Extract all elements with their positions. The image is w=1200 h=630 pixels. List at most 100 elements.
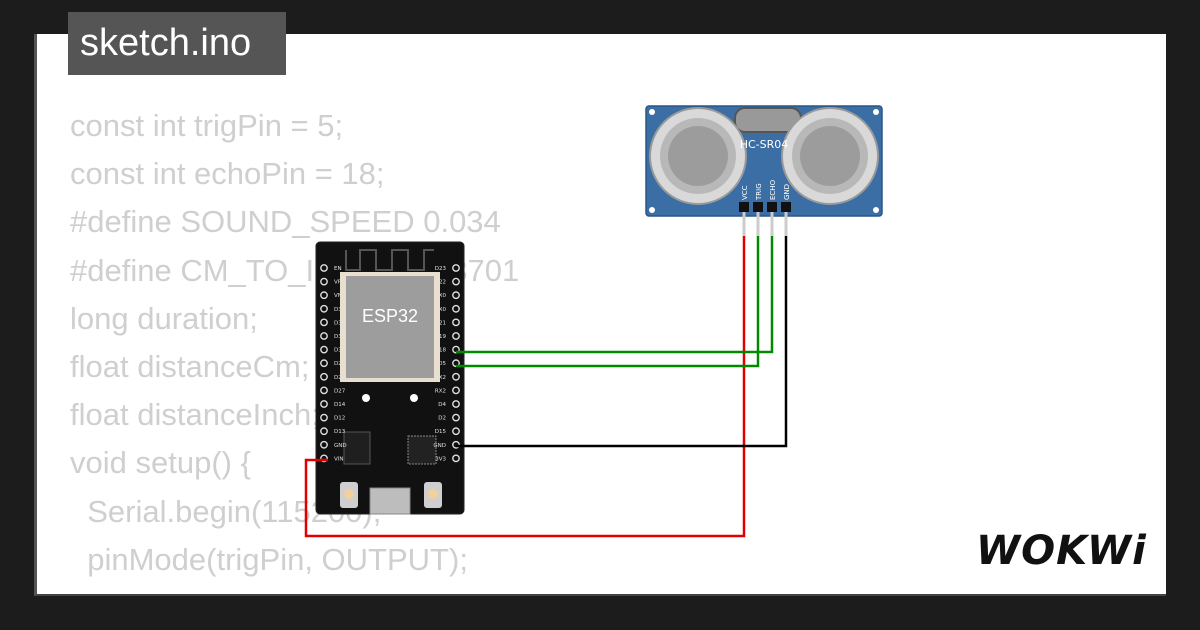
esp32-pin-label: EN bbox=[334, 266, 342, 272]
file-tab[interactable]: sketch.ino bbox=[68, 12, 286, 75]
code-line: long duration; bbox=[70, 300, 258, 336]
esp32-pin-label: D4 bbox=[438, 402, 446, 408]
esp32-pin-label: D23 bbox=[435, 266, 447, 272]
esp32-pin-right-tx2[interactable] bbox=[452, 372, 460, 381]
esp32-pin-right-3v3[interactable] bbox=[452, 454, 460, 463]
esp32-pin-left-d35[interactable] bbox=[320, 318, 328, 327]
gnd-wire[interactable] bbox=[456, 236, 788, 448]
echo-wire[interactable] bbox=[456, 236, 774, 354]
esp32-pin-label: D27 bbox=[334, 388, 346, 394]
esp32-pin-left-d27[interactable] bbox=[320, 386, 328, 395]
esp32-pin-label: D25 bbox=[334, 361, 346, 367]
wokwi-logo: WOKWi bbox=[976, 528, 1147, 574]
esp32-pin-label: D26 bbox=[334, 375, 346, 381]
esp32-pin-label: VN bbox=[334, 293, 342, 299]
esp32-pin-label: D22 bbox=[435, 280, 446, 286]
code-line: #define SOUND_SPEED 0.034 bbox=[70, 204, 501, 240]
vcc-wire[interactable] bbox=[304, 236, 746, 538]
esp32-pin-label: D34 bbox=[334, 307, 346, 313]
esp32-pin-left-d25[interactable] bbox=[320, 359, 328, 368]
esp32-pin-label: D35 bbox=[334, 320, 346, 326]
esp32-pin-right-tx0[interactable] bbox=[452, 291, 460, 300]
boot-button-icon bbox=[428, 489, 438, 499]
en-button-icon bbox=[344, 489, 354, 499]
esp32-pin-label: D18 bbox=[435, 348, 447, 354]
esp32-label: ESP32 bbox=[362, 306, 418, 326]
esp32-pin-label: D14 bbox=[334, 402, 346, 408]
code-line: const int trigPin = 5; bbox=[70, 108, 344, 143]
esp32-pin-label: RX2 bbox=[435, 388, 446, 394]
esp32-pin-left-vp[interactable] bbox=[320, 277, 328, 286]
code-line: pinMode(trigPin, OUTPUT); bbox=[70, 541, 468, 577]
esp32-pin-right-d21[interactable] bbox=[452, 318, 460, 327]
esp32-pin-label: TX0 bbox=[434, 293, 446, 299]
esp32-pin-label: TX2 bbox=[434, 375, 446, 381]
esp32-pin-label: VIN bbox=[334, 456, 344, 462]
esp32-pin-left-vn[interactable] bbox=[320, 291, 328, 300]
sensor-pin-echo[interactable] bbox=[770, 212, 774, 236]
file-tab-label: sketch.ino bbox=[80, 22, 252, 64]
esp32-module bbox=[346, 276, 434, 378]
esp32-pin-label: D12 bbox=[334, 416, 345, 422]
sensor-pin-header bbox=[781, 202, 791, 212]
antenna-trace bbox=[345, 249, 434, 271]
esp32-pin-left-d13[interactable] bbox=[320, 427, 328, 436]
esp32-pin-label: 3V3 bbox=[435, 456, 446, 462]
esp32-pin-label: D15 bbox=[435, 429, 447, 435]
sensor-label: HC-SR04 bbox=[740, 138, 789, 151]
esp32-pin-left-d34[interactable] bbox=[320, 304, 328, 313]
usb-port[interactable] bbox=[369, 487, 411, 515]
esp32-pin-label: D5 bbox=[438, 361, 446, 367]
editor-preview-card: const int trigPin = 5; const int echoPin … bbox=[34, 34, 1166, 596]
sensor-pin-label: VCC bbox=[741, 185, 749, 200]
esp32-pin-right-rx0[interactable] bbox=[452, 304, 460, 313]
esp32-pin-left-d33[interactable] bbox=[320, 345, 328, 354]
code-editor: const int trigPin = 5; const int echoPin … bbox=[70, 102, 519, 594]
sensor-pin-vcc[interactable] bbox=[742, 212, 746, 236]
usb-chip bbox=[407, 435, 437, 465]
esp32-pin-right-d2[interactable] bbox=[452, 413, 460, 422]
esp32-pin-right-d22[interactable] bbox=[452, 277, 460, 286]
code-line: void setup() { bbox=[70, 445, 251, 481]
esp32-pin-label: D21 bbox=[435, 320, 446, 326]
right-transducer bbox=[781, 107, 879, 205]
esp32-pin-label: D13 bbox=[334, 429, 346, 435]
esp32-pin-label: D33 bbox=[334, 348, 346, 354]
esp32-pin-label: VP bbox=[334, 280, 342, 286]
esp32-pin-left-d32[interactable] bbox=[320, 332, 328, 340]
esp32-pin-left-d14[interactable] bbox=[320, 400, 328, 408]
code-line: const int echoPin = 18; bbox=[70, 156, 385, 192]
esp32-pin-left-en[interactable] bbox=[320, 264, 328, 272]
code-line: float distanceCm; bbox=[70, 348, 310, 384]
esp32-pin-label: D2 bbox=[438, 416, 446, 422]
sensor-pin-gnd[interactable] bbox=[784, 212, 788, 236]
sensor-pin-label: GND bbox=[783, 184, 791, 200]
esp32-pin-label: GND bbox=[334, 443, 347, 449]
sensor-pin-header bbox=[753, 202, 763, 212]
hc-sr04-sensor[interactable]: HC-SR04 VCC TRIG ECHO GND bbox=[645, 105, 883, 236]
esp32-pin-left-gnd[interactable] bbox=[320, 440, 328, 449]
esp32-pin-right-rx2[interactable] bbox=[452, 386, 460, 395]
esp32-pin-left-d12[interactable] bbox=[320, 413, 328, 422]
esp32-pin-right-d23[interactable] bbox=[452, 264, 460, 272]
code-line: float distanceInch; bbox=[70, 397, 320, 433]
esp32-pin-left-d26[interactable] bbox=[320, 372, 328, 381]
code-line: pinMode(echoPin, INPUT); bbox=[70, 584, 519, 594]
left-transducer bbox=[649, 107, 747, 205]
esp32-pin-label: GND bbox=[433, 443, 446, 449]
esp32-pin-right-d19[interactable] bbox=[452, 332, 460, 340]
esp32-pin-right-d15[interactable] bbox=[452, 427, 460, 436]
sensor-pin-trig[interactable] bbox=[756, 212, 760, 236]
sensor-pin-label: TRIG bbox=[755, 183, 763, 201]
esp32-pin-label: D19 bbox=[435, 334, 447, 340]
sensor-pin-label: ECHO bbox=[769, 179, 777, 200]
esp32-pin-right-d4[interactable] bbox=[452, 400, 460, 408]
esp32-board[interactable]: ESP32 ENVPVND34D35D32D33D25D26D27D14D12D… bbox=[315, 241, 465, 515]
esp32-pin-label: D32 bbox=[334, 334, 345, 340]
sensor-pin-header bbox=[767, 202, 777, 212]
sensor-pin-header bbox=[739, 202, 749, 212]
voltage-regulator bbox=[343, 431, 371, 465]
trig-wire[interactable] bbox=[456, 236, 760, 368]
esp32-pin-label: RX0 bbox=[435, 307, 447, 313]
